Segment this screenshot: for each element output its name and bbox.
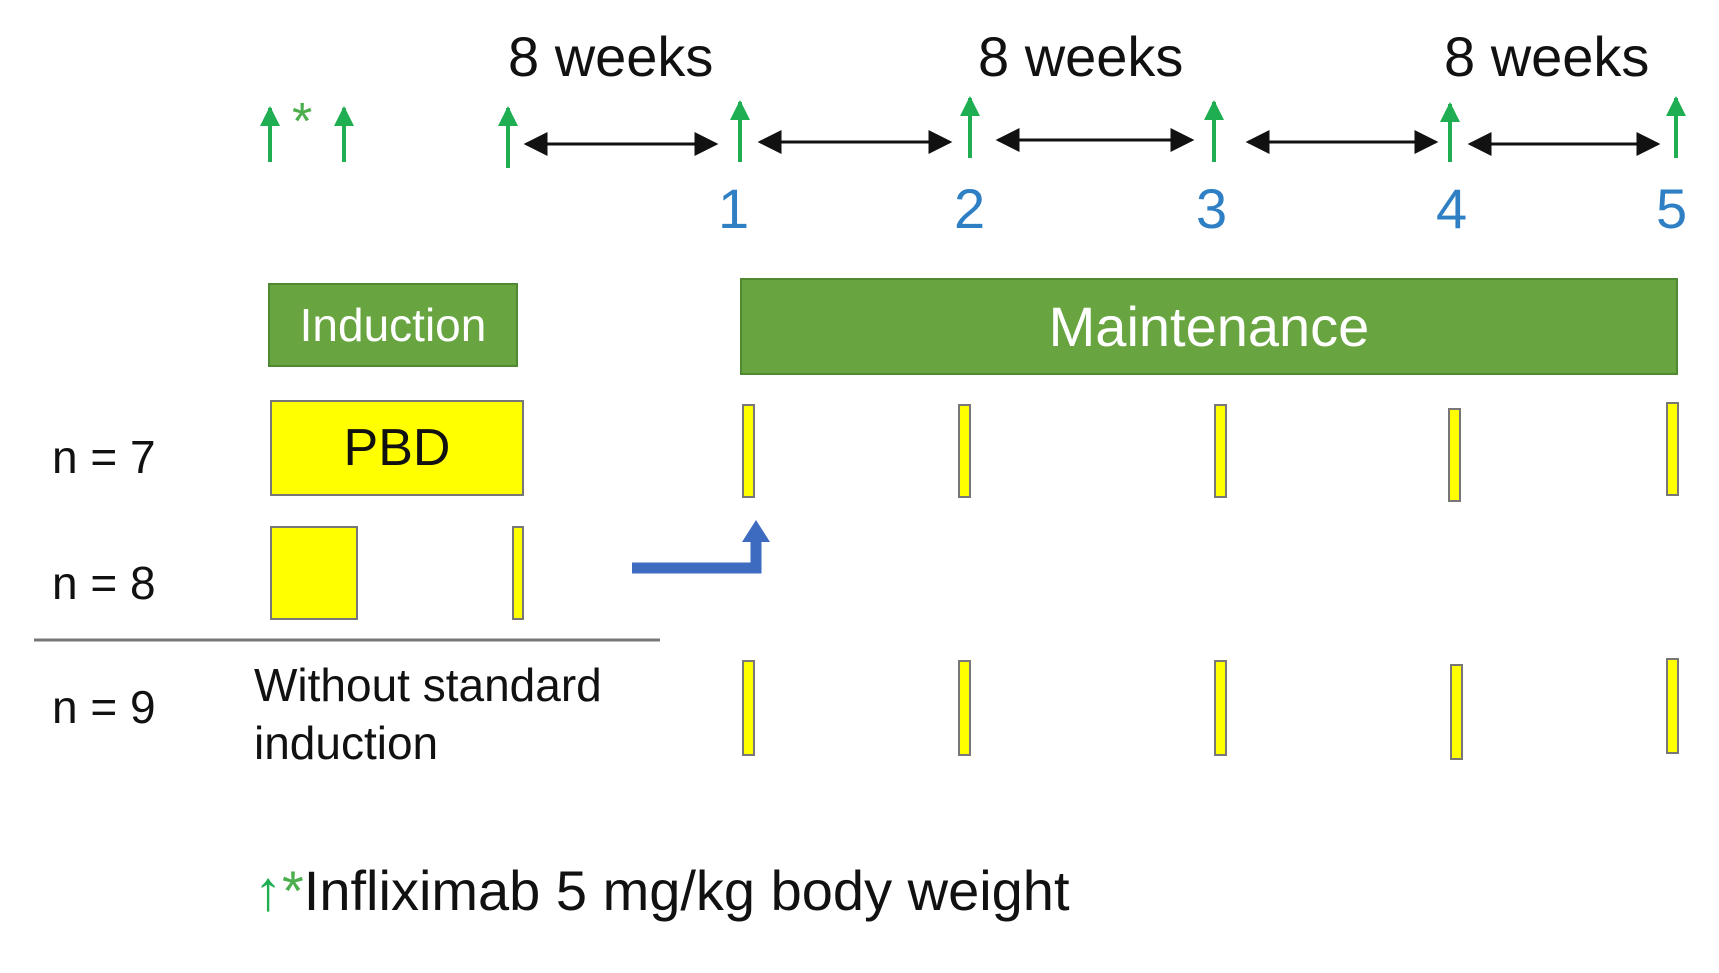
dose-bar [742, 660, 755, 756]
pbd-induction-box: PBD [270, 400, 524, 496]
dose-bar [958, 660, 971, 756]
pbd-label: PBD [343, 419, 451, 477]
maintenance-phase-label: Maintenance [1048, 295, 1370, 358]
visit-number-1: 1 [718, 177, 750, 240]
visit-number-2: 2 [954, 177, 986, 240]
induction-phase-label: Induction [299, 299, 487, 351]
legend-text: Infliximab 5 mg/kg body weight [303, 859, 1070, 922]
infusion-arrows-maintenance [730, 96, 1686, 162]
infusion-arrows-induction [260, 106, 518, 168]
interval-arrows [523, 128, 1661, 156]
interval-label-1: 8 weeks [508, 25, 714, 88]
dose-bar [1450, 664, 1463, 760]
legend: ↑*Infliximab 5 mg/kg body weight [254, 858, 1070, 923]
short-induction-box [270, 526, 358, 620]
dose-bar [958, 404, 971, 498]
visit-number-4: 4 [1436, 177, 1468, 240]
dose-bar [1214, 404, 1227, 498]
dose-bar [512, 526, 524, 620]
no-induction-line-2: induction [254, 717, 439, 769]
group-label-n8: n = 8 [52, 557, 156, 609]
dose-bar [1448, 408, 1461, 502]
switch-arrow-icon [632, 520, 770, 574]
group-label-n7: n = 7 [52, 431, 156, 483]
infusion-arrow-icon: ↑ [254, 859, 282, 922]
dose-bar [742, 404, 755, 498]
interval-label-2: 8 weeks [978, 25, 1184, 88]
dose-bar [1666, 658, 1679, 754]
dose-bar [1214, 660, 1227, 756]
visit-number-3: 3 [1196, 177, 1228, 240]
dose-bar [1666, 402, 1679, 496]
visit-number-5: 5 [1656, 177, 1688, 240]
no-induction-line-1: Without standard [254, 659, 602, 711]
legend-star: * [282, 859, 304, 922]
induction-phase-box: Induction [268, 283, 518, 367]
maintenance-phase-box: Maintenance [740, 278, 1678, 375]
group-label-n9: n = 9 [52, 681, 156, 733]
induction-star: * [292, 93, 313, 151]
no-induction-text: Without standard induction [254, 656, 602, 772]
interval-label-3: 8 weeks [1444, 25, 1650, 88]
